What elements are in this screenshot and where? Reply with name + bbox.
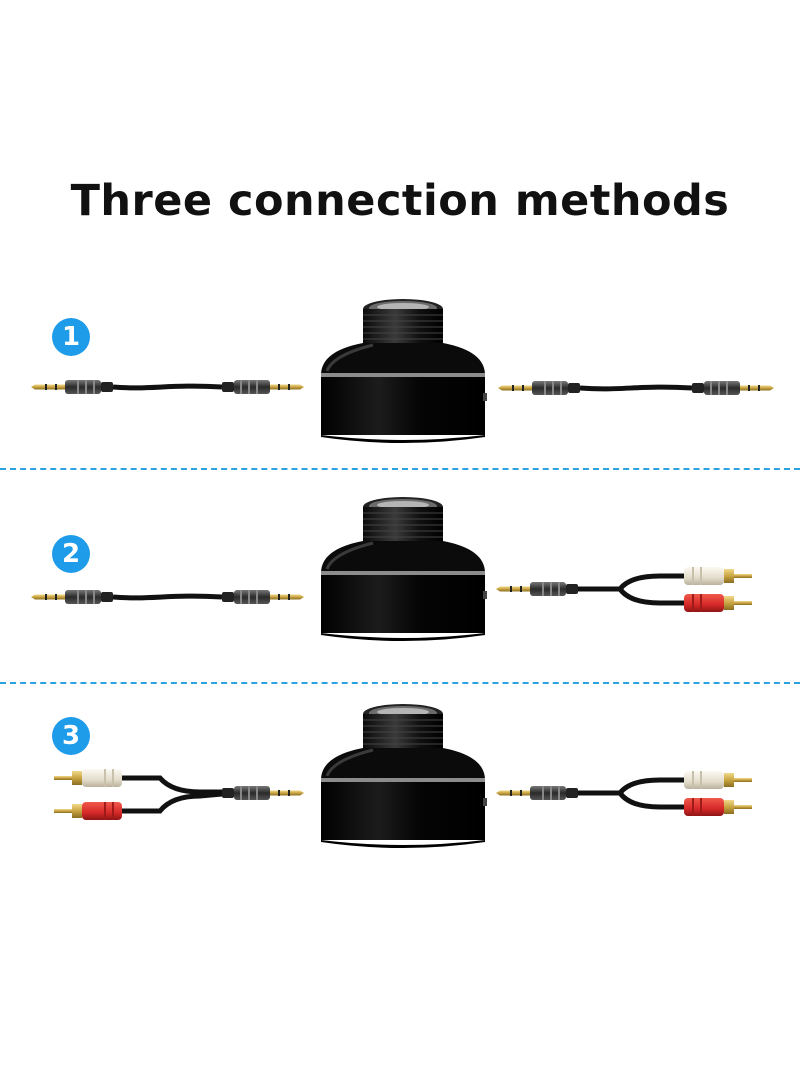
- method-1-left-cable: [31, 380, 304, 394]
- method-3-left-cable: [54, 769, 304, 820]
- method-1-badge: 1: [52, 318, 90, 356]
- page-title: Three connection methods: [70, 176, 730, 226]
- method-2-device: [319, 495, 489, 643]
- method-3-right-cable: [496, 771, 752, 816]
- method-2-right-cable: [496, 567, 752, 612]
- method-1-right-cable: [498, 381, 774, 395]
- method-3-badge: 3: [52, 717, 90, 755]
- section-divider-1: [0, 468, 800, 470]
- method-2-left-cable: [31, 590, 304, 604]
- section-divider-2: [0, 682, 800, 684]
- method-1-device: [319, 297, 489, 445]
- method-3-device: [319, 702, 489, 850]
- method-2-badge: 2: [52, 535, 90, 573]
